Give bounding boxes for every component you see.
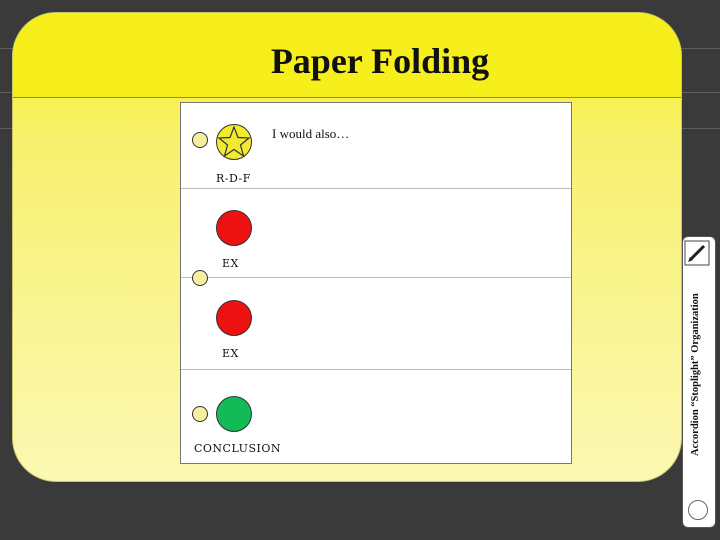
header-band [13,13,681,98]
section-label: EX [222,347,239,360]
fold-tab [192,270,208,286]
section-label: EX [222,257,239,270]
side-caption: Accordion “Stoplight” Organization [690,293,701,457]
side-caption-strip [682,236,716,528]
red-light [216,210,252,246]
star-icon [217,125,251,158]
section-label: R-D-F [216,172,251,185]
section-label: CONCLUSION [194,442,281,455]
circle-icon [688,500,708,520]
note-text: I would also… [272,126,350,141]
foldable-card [180,102,572,464]
section-divider [181,369,571,370]
fold-tab [192,132,208,148]
pencil-icon [684,240,710,266]
red-light [216,300,252,336]
yellow-light [216,124,252,160]
section-divider [181,188,571,189]
section-divider [181,277,571,278]
page-title: Paper Folding [270,41,490,81]
fold-tab [192,406,208,422]
green-light [216,396,252,432]
